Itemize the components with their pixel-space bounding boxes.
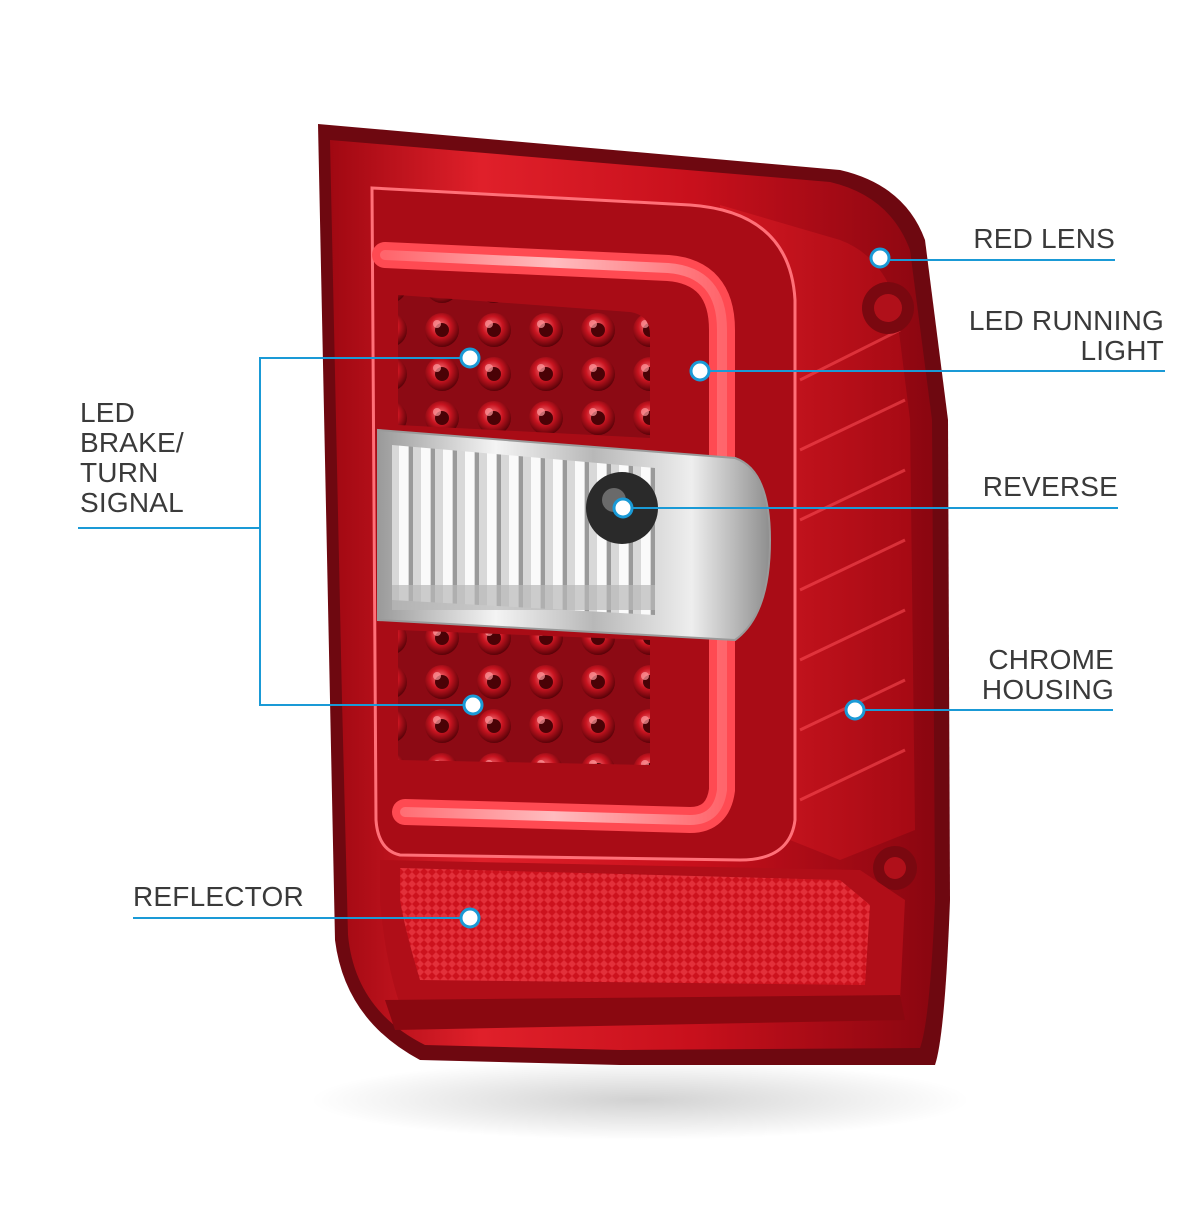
label-led-brake-line-2: BRAKE/ xyxy=(80,427,184,458)
upper-led-cluster xyxy=(398,295,650,438)
dot-led-brake-lower xyxy=(462,694,484,716)
label-reflector: REFLECTOR xyxy=(133,882,304,912)
label-led-brake-turn-signal: LED BRAKE/ TURN SIGNAL xyxy=(80,398,184,518)
leader-led-brake-upper xyxy=(259,357,473,706)
callout-lines xyxy=(78,259,1165,919)
dot-red-lens xyxy=(869,247,891,269)
label-reverse-line: REVERSE xyxy=(982,471,1118,502)
label-led-running-light-line-1: LED RUNNING xyxy=(968,305,1164,336)
lower-led-cluster xyxy=(398,630,650,765)
label-red-lens: RED LENS xyxy=(973,224,1115,254)
label-led-running-light: LED RUNNING LIGHT xyxy=(969,306,1164,366)
label-led-brake-line-1: LED xyxy=(80,397,136,428)
label-led-brake-line-4: SIGNAL xyxy=(80,487,184,518)
label-chrome-housing-line-2: HOUSING xyxy=(981,674,1114,705)
side-panel xyxy=(720,205,915,860)
dot-led-brake-upper xyxy=(459,347,481,369)
label-led-brake-line-3: TURN xyxy=(80,457,159,488)
reverse-light-shadow xyxy=(392,585,655,610)
dot-reflector xyxy=(459,907,481,929)
label-reflector-line: REFLECTOR xyxy=(133,881,304,912)
label-red-lens-line: RED LENS xyxy=(973,223,1115,254)
label-chrome-housing: CHROME HOUSING xyxy=(982,645,1114,705)
dot-led-running-light xyxy=(689,360,711,382)
reverse-light-lens xyxy=(392,445,655,615)
dot-reverse xyxy=(612,497,634,519)
label-reverse: REVERSE xyxy=(983,472,1118,502)
label-led-running-light-line-2: LIGHT xyxy=(1080,335,1164,366)
ground-shadow xyxy=(310,1060,970,1140)
callout-dots xyxy=(459,247,891,929)
dot-chrome-housing xyxy=(844,699,866,721)
reflector-lens xyxy=(400,868,870,985)
label-chrome-housing-line-1: CHROME xyxy=(988,644,1114,675)
